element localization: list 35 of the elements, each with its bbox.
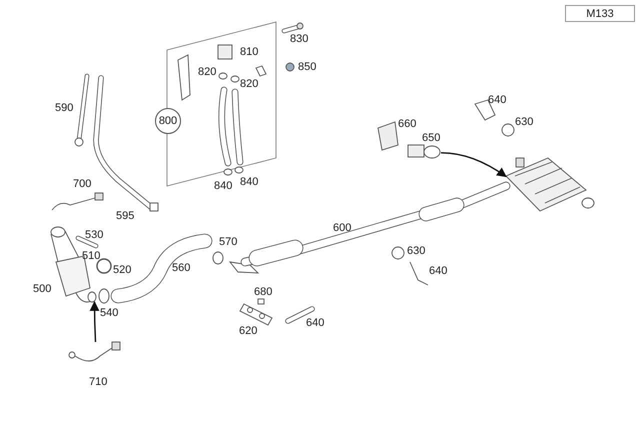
callout-number: 820 bbox=[240, 78, 258, 90]
arrow bbox=[90, 301, 100, 342]
callout-number: 840 bbox=[214, 180, 232, 192]
callout-number: 640 bbox=[306, 317, 324, 329]
callout-number: 700 bbox=[73, 178, 92, 190]
callout-number: 680 bbox=[254, 286, 272, 298]
oxygen-sensor-drawing bbox=[68, 342, 120, 362]
callout-number: 810 bbox=[240, 46, 258, 58]
sensor-drawing bbox=[408, 144, 440, 158]
callout-number: 540 bbox=[100, 307, 118, 319]
callout-number: 590 bbox=[55, 102, 74, 114]
callout-number: 850 bbox=[298, 61, 316, 73]
callout-number: 570 bbox=[219, 236, 238, 248]
callout-number: 500 bbox=[33, 283, 52, 295]
callout-number: 560 bbox=[172, 262, 190, 274]
callout-number: 840 bbox=[240, 176, 258, 188]
callout-number: 640 bbox=[429, 265, 448, 277]
arrow bbox=[440, 152, 507, 178]
callout-number: 620 bbox=[239, 325, 258, 337]
callout-number: 640 bbox=[488, 94, 506, 106]
callout-circle: 800 bbox=[155, 108, 181, 134]
muffler-drawing bbox=[505, 157, 594, 212]
callout-number: 600 bbox=[333, 222, 352, 234]
callout-number: 830 bbox=[290, 33, 308, 45]
callout-number: 660 bbox=[398, 118, 416, 130]
variant-code-box: M133 bbox=[565, 5, 635, 22]
callout-number: 520 bbox=[113, 264, 132, 276]
callout-number: 820 bbox=[198, 66, 216, 78]
callout-number: 510 bbox=[82, 250, 100, 262]
callout-number: 710 bbox=[89, 376, 108, 388]
callout-number: 530 bbox=[85, 229, 104, 241]
callout-number: 630 bbox=[407, 245, 426, 257]
callout-number: 630 bbox=[515, 116, 534, 128]
callout-number: 595 bbox=[116, 210, 134, 222]
callout-number: 650 bbox=[422, 132, 440, 144]
